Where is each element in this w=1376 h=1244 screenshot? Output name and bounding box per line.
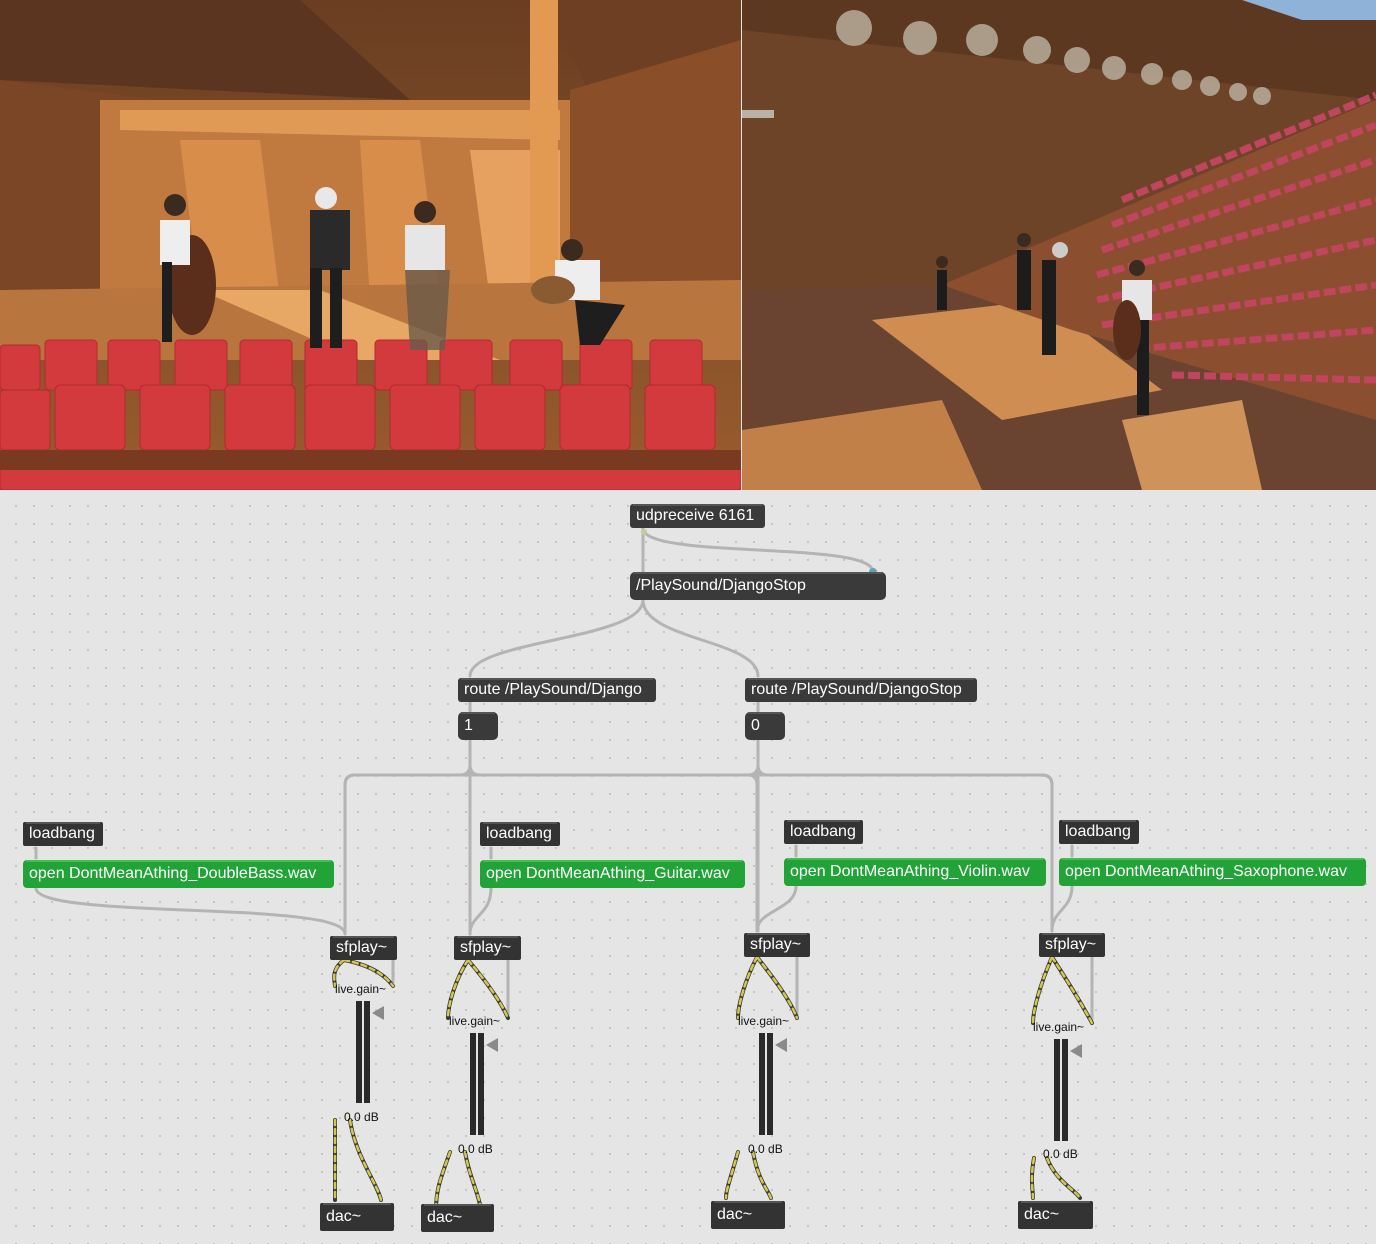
patch-cord: [641, 598, 760, 678]
open-file-message[interactable]: open DontMeanAthing_Violin.wav: [784, 858, 1046, 886]
message-label: open DontMeanAthing_Guitar.wav: [486, 865, 730, 882]
message-one[interactable]: 1: [458, 712, 498, 740]
dac-object[interactable]: dac~: [320, 1203, 394, 1231]
message-label: 1: [464, 717, 473, 734]
object-label: dac~: [326, 1208, 362, 1225]
message-label: open DontMeanAthing_Saxophone.wav: [1065, 863, 1347, 880]
object-label: dac~: [427, 1209, 463, 1226]
object-label: sfplay~: [336, 939, 388, 956]
object-label: sfplay~: [1045, 936, 1097, 953]
dac-object[interactable]: dac~: [711, 1201, 785, 1229]
patch-cord: [343, 738, 760, 787]
object-label: route /PlaySound/DjangoStop: [751, 681, 962, 698]
patch-cord: [755, 884, 798, 933]
gain-db-readout: 0.0 dB: [458, 1142, 493, 1156]
stage-front-view: [0, 0, 741, 490]
live-gain-label: live.gain~: [1033, 1020, 1085, 1034]
route-stop-object[interactable]: route /PlaySound/DjangoStop: [745, 678, 977, 702]
gain-handle-icon[interactable]: [486, 1038, 498, 1052]
live-gain-slider[interactable]: [470, 1033, 484, 1135]
loadbang-object[interactable]: loadbang: [784, 820, 863, 844]
patch-cord: [641, 526, 875, 574]
object-label: /PlaySound/DjangoStop: [636, 577, 806, 594]
patch-cord: [468, 598, 645, 678]
object-label: dac~: [717, 1206, 753, 1223]
object-label: loadbang: [1065, 823, 1131, 840]
udpreceive-object[interactable]: udpreceive 6161: [630, 504, 765, 528]
dac-object[interactable]: dac~: [1018, 1201, 1093, 1229]
patch-cord: [343, 738, 472, 936]
live-gain-label: live.gain~: [738, 1014, 790, 1028]
playsound-object[interactable]: /PlaySound/DjangoStop: [630, 572, 886, 600]
gain-db-readout: 0.0 dB: [748, 1142, 783, 1156]
object-label: sfplay~: [460, 939, 512, 956]
patch-cord: [756, 738, 1054, 787]
message-zero[interactable]: 0: [745, 712, 785, 740]
patch-cords: [34, 526, 1094, 1212]
patch-cord: [34, 886, 347, 936]
object-label: dac~: [1024, 1206, 1060, 1223]
sfplay-object[interactable]: sfplay~: [330, 936, 397, 960]
object-label: sfplay~: [750, 936, 802, 953]
sfplay-object[interactable]: sfplay~: [454, 936, 521, 960]
live-gain-slider[interactable]: [356, 1001, 370, 1103]
message-label: open DontMeanAthing_DoubleBass.wav: [29, 865, 317, 882]
hall-side-view: [742, 0, 1376, 490]
patch-cord: [468, 886, 493, 936]
dac-object[interactable]: dac~: [421, 1204, 494, 1232]
message-label: 0: [751, 717, 760, 734]
loadbang-object[interactable]: loadbang: [480, 822, 560, 846]
live-gain-slider[interactable]: [1054, 1039, 1068, 1141]
gain-handle-icon[interactable]: [372, 1006, 384, 1020]
gain-db-readout: 0.0 dB: [1043, 1147, 1078, 1161]
object-label: route /PlaySound/Django: [464, 681, 642, 698]
gain-handle-icon[interactable]: [775, 1038, 787, 1052]
loadbang-object[interactable]: loadbang: [1059, 820, 1139, 844]
gain-db-readout: 0.0 dB: [344, 1110, 379, 1124]
open-file-message[interactable]: open DontMeanAthing_Saxophone.wav: [1059, 858, 1366, 886]
object-label: loadbang: [486, 825, 552, 842]
loadbang-object[interactable]: loadbang: [23, 822, 103, 846]
live-gain-label: live.gain~: [335, 982, 387, 996]
gain-handle-icon[interactable]: [1070, 1044, 1082, 1058]
open-file-message[interactable]: open DontMeanAthing_Guitar.wav: [480, 860, 745, 888]
message-label: open DontMeanAthing_Violin.wav: [790, 863, 1030, 880]
sfplay-object[interactable]: sfplay~: [744, 933, 810, 957]
patch-cord: [1050, 884, 1074, 933]
live-gain-label: live.gain~: [449, 1014, 501, 1028]
object-label: loadbang: [790, 823, 856, 840]
live-gain-slider[interactable]: [759, 1033, 773, 1135]
object-label: loadbang: [29, 825, 95, 842]
route-play-object[interactable]: route /PlaySound/Django: [458, 678, 656, 702]
open-file-message[interactable]: open DontMeanAthing_DoubleBass.wav: [23, 860, 334, 888]
max-patcher-canvas[interactable]: udpreceive 6161 /PlaySound/DjangoStop ro…: [0, 490, 1376, 1244]
sfplay-object[interactable]: sfplay~: [1039, 933, 1105, 957]
object-label: udpreceive 6161: [636, 507, 755, 524]
